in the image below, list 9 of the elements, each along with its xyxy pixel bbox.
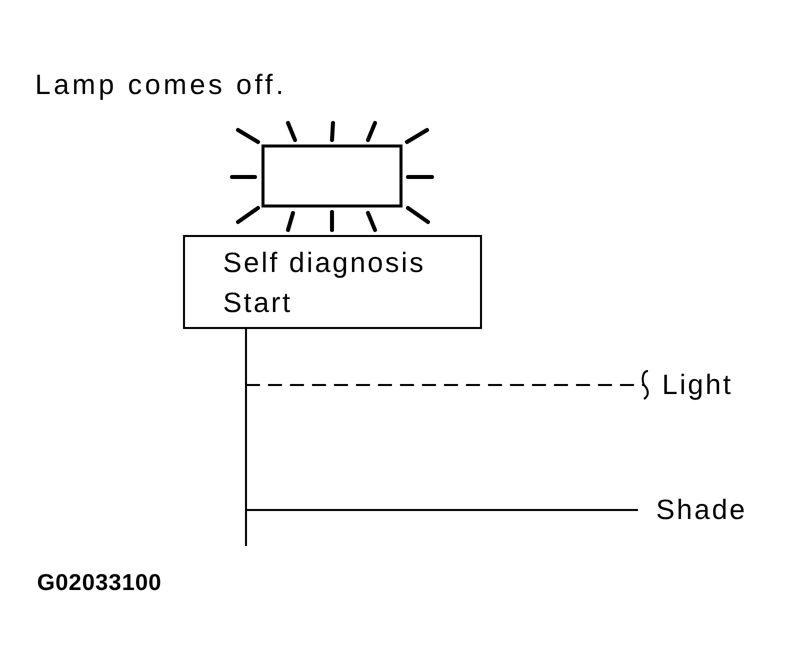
connector-line <box>245 329 247 546</box>
lamp-icon <box>230 120 436 234</box>
state-label: Shade <box>656 495 747 525</box>
connector-line <box>246 509 638 511</box>
state-label: Light <box>662 370 733 400</box>
process-box: Self diagnosis Start <box>183 235 482 329</box>
dashed-line <box>246 370 649 400</box>
figure-id: G02033100 <box>37 569 162 595</box>
title: Lamp comes off. <box>35 69 286 101</box>
